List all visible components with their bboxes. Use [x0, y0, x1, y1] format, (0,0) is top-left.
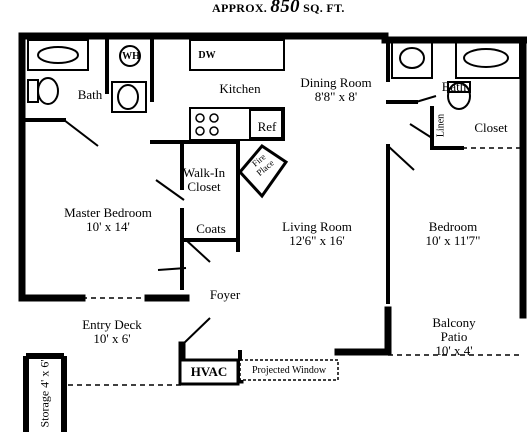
top-wall: [18, 32, 527, 44]
living-bottom-wall: [334, 306, 392, 356]
closet-label: Closet: [474, 120, 508, 135]
master-bedroom-label: Master Bedroom 10' x 14': [52, 206, 164, 234]
walk-in-line1: Walk-In: [182, 165, 226, 180]
projected-window-label: Projected Window: [251, 365, 327, 376]
kitchen-label: Kitchen: [219, 81, 261, 96]
foyer-label: Foyer: [209, 287, 241, 302]
dining-room-name: Dining Room: [300, 75, 372, 90]
master-bedroom-size: 10' x 14': [86, 219, 130, 234]
hvac-box: [178, 358, 240, 386]
balcony-line2: Patio: [440, 329, 468, 344]
walk-in-line2: Closet: [187, 179, 221, 194]
area-value: 850: [270, 0, 300, 17]
bedroom-label: Bedroom 10' x 11'7": [416, 220, 490, 248]
entry-deck-label: Entry Deck 10' x 6': [72, 318, 152, 346]
stove-burners: [195, 113, 219, 136]
interior-walls: [22, 34, 464, 382]
walk-in-closet-label: Walk-In Closet: [176, 166, 232, 194]
living-room-size: 12'6" x 16': [289, 233, 345, 248]
bath-fixtures: [27, 39, 521, 113]
dashed-outlines: [68, 147, 523, 386]
dining-room-label: Dining Room 8'8" x 8': [294, 76, 378, 104]
entry-deck-name: Entry Deck: [82, 317, 142, 332]
projected-window-box: [239, 359, 339, 381]
ref-label: Ref: [257, 119, 277, 134]
door-swings: [63, 95, 437, 346]
dishwasher-label: DW: [198, 50, 216, 61]
living-room-label: Living Room 12'6" x 16': [270, 220, 364, 248]
area-heading: APPROX. 850 SQ. FT.: [212, 0, 345, 17]
balcony-patio-label: Balcony Patio 10' x 4': [420, 316, 488, 358]
entry-deck-size: 10' x 6': [93, 331, 131, 346]
water-heater-label: WH: [122, 51, 140, 62]
coats-label: Coats: [196, 221, 226, 236]
bath-left-label: Bath: [77, 87, 103, 102]
kitchen-counters: [189, 39, 285, 141]
hvac-label: HVAC: [190, 364, 228, 379]
living-room-name: Living Room: [282, 219, 352, 234]
area-unit: SQ. FT.: [303, 1, 345, 15]
balcony-size: 10' x 4': [435, 343, 473, 358]
master-bedroom-name: Master Bedroom: [64, 205, 152, 220]
balcony-line1: Balcony: [432, 315, 476, 330]
storage-box: [23, 353, 67, 432]
storage-label: Storage 4' x 6': [38, 349, 53, 439]
bath-right-label: Bath: [441, 79, 467, 94]
linen-label: Linen: [435, 113, 447, 138]
storage-name: Storage: [37, 390, 52, 428]
bedroom-size: 10' x 11'7": [425, 233, 481, 248]
fireplace: [238, 144, 289, 199]
bedroom-name: Bedroom: [428, 219, 478, 234]
dining-room-size: 8'8" x 8': [314, 89, 358, 104]
storage-size: 4' x 6': [37, 359, 52, 388]
area-prefix: APPROX.: [212, 1, 268, 15]
